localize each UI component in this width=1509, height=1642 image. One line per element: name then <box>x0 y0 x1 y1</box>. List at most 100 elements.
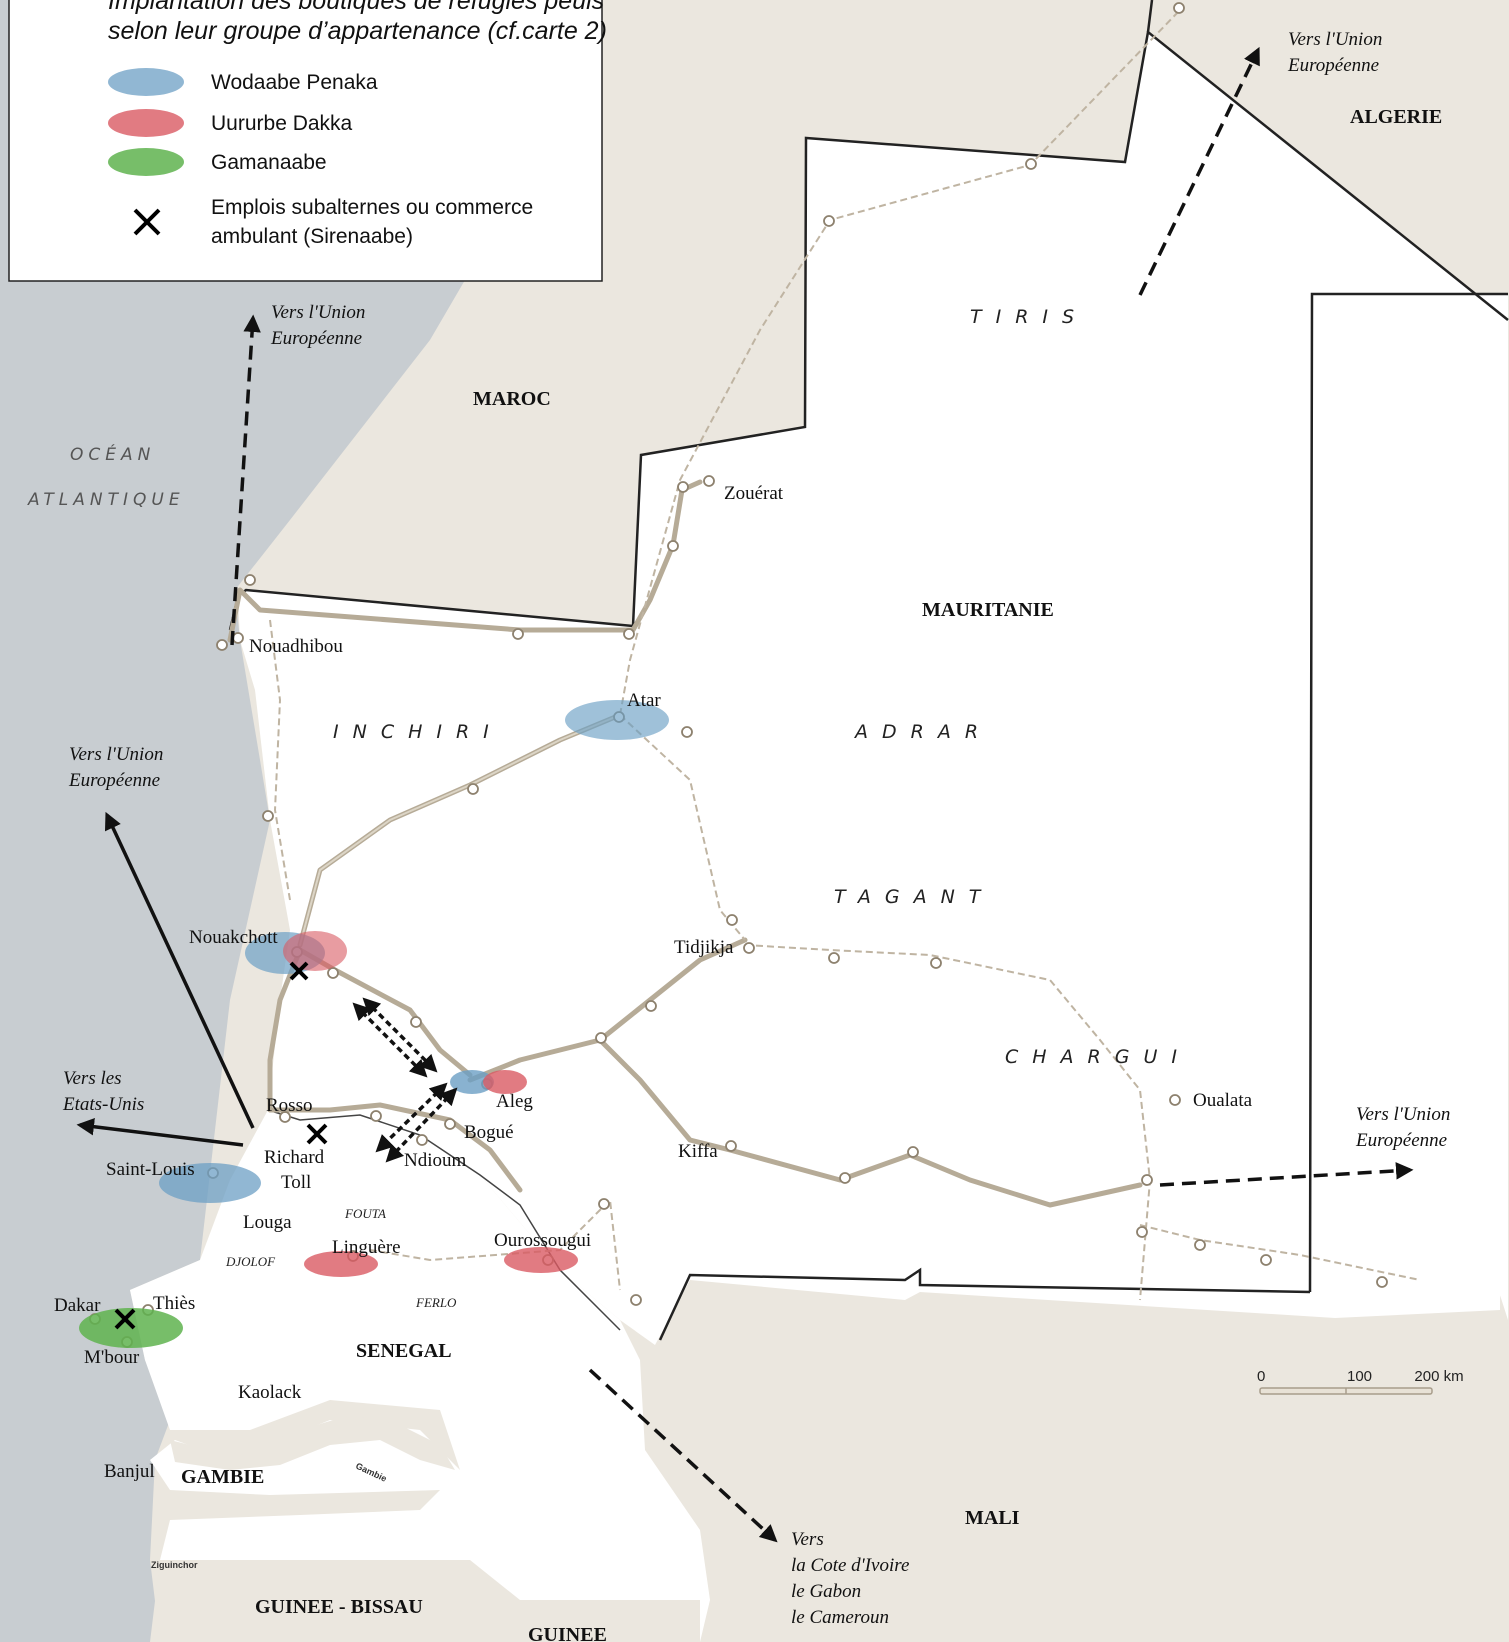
legend-title-line1: Implantation des boutiques de réfugiés p… <box>108 0 604 15</box>
label-kaolack: Kaolack <box>238 1382 302 1403</box>
label-ndioum: Ndioum <box>404 1150 467 1171</box>
road-aleg-tidjikja <box>467 937 748 1083</box>
mauritania-area <box>238 32 1508 1345</box>
legend-swatch-wodaabe <box>108 68 184 96</box>
scale-end: 200 km <box>1414 1368 1463 1385</box>
track-coastal-west <box>269 619 291 901</box>
label-senegal: SENEGAL <box>356 1340 452 1362</box>
label-tiris: TIRIS <box>970 306 1088 328</box>
dest-n-line1: Vers l'Union <box>271 302 365 323</box>
arrow-aleg-ndioum-2 <box>385 1087 458 1163</box>
label-adrar: ADRAR <box>853 721 992 743</box>
shop-ourossougui-uururbe <box>504 1247 578 1273</box>
legend-cross-icon <box>133 208 161 236</box>
arrow-oualata-eu <box>1159 1162 1414 1187</box>
dest-e-line1: Vers l'Union <box>1356 1104 1450 1125</box>
senegal-area <box>130 1110 710 1642</box>
label-nouakchott: Nouakchott <box>189 927 278 948</box>
label-ocean-line2: ATLANTIQUE <box>27 490 185 510</box>
label-louga: Louga <box>243 1212 292 1233</box>
label-nouadhibou: Nouadhibou <box>249 636 343 657</box>
road-coast <box>267 947 303 1113</box>
legend-swatch-gamanaabe <box>108 148 184 176</box>
label-djolof: DJOLOF <box>225 1254 276 1269</box>
label-fouta: FOUTA <box>344 1206 386 1221</box>
legend-title-line2: selon leur groupe d’appartenance (cf.car… <box>108 17 607 45</box>
arrow-saint-louis-eu <box>104 811 255 1129</box>
label-thies: Thiès <box>153 1293 195 1314</box>
dest-us-line2: Etats-Unis <box>62 1094 144 1115</box>
scale-mid: 100 <box>1347 1368 1372 1385</box>
track-east <box>744 944 1152 1301</box>
dest-w-line1: Vers l'Union <box>69 744 163 765</box>
label-banjul: Banjul <box>104 1461 155 1482</box>
shop-atar-wodaabe <box>565 700 669 740</box>
label-tagant: TAGANT <box>834 886 994 908</box>
label-atar: Atar <box>627 690 661 711</box>
label-maroc: MAROC <box>473 388 551 410</box>
scale-bar: 0 100 200 km <box>1257 1368 1464 1395</box>
label-mali: MALI <box>965 1507 1020 1529</box>
label-algerie: ALGERIE <box>1350 106 1442 128</box>
dest-n-line2: Européenne <box>270 328 362 349</box>
arrow-tiris-eu <box>1138 46 1260 296</box>
label-saint-louis: Saint-Louis <box>106 1159 195 1180</box>
legend-cross-line1: Emplois subalternes ou commerce <box>211 196 533 219</box>
dest-e-line2: Européenne <box>1355 1130 1447 1151</box>
arrow-saint-louis-us <box>76 1118 244 1147</box>
label-ferlo: FERLO <box>415 1295 457 1310</box>
label-ziguinchor: Ziguinchor <box>151 1560 198 1570</box>
shop-linguere-uururbe <box>304 1251 378 1277</box>
algeria-border <box>1146 0 1154 33</box>
shop-aleg-wodaabe <box>450 1070 494 1094</box>
label-mbour: M'bour <box>84 1347 140 1368</box>
south-neighbours <box>150 1560 700 1642</box>
label-chargui: CHARGUI <box>1005 1046 1191 1068</box>
senegal-river <box>267 1109 621 1331</box>
track-southeast <box>1139 1224 1421 1281</box>
shop-nouakchott-uururbe <box>283 931 347 971</box>
label-ourossougui: Ourossougui <box>494 1230 591 1251</box>
road-highlight <box>299 714 621 946</box>
dest-s-line3: le Gabon <box>791 1581 861 1602</box>
label-richard: Richard <box>264 1147 325 1168</box>
legend-label-gamanaabe: Gamanaabe <box>211 151 327 174</box>
dest-ne-line1: Vers l'Union <box>1288 29 1382 50</box>
mauritania-border-north <box>237 29 1509 628</box>
cross-nouakchott <box>289 961 309 981</box>
label-guinee-bissau: GUINEE - BISSAU <box>255 1596 423 1618</box>
label-gambie: GAMBIE <box>181 1466 264 1488</box>
cross-dakar <box>114 1308 136 1330</box>
legend: Implantation des boutiques de réfugiés p… <box>8 0 607 282</box>
legend-label-uururbe: Uururbe Dakka <box>211 112 353 135</box>
label-bogue: Bogué <box>464 1122 514 1143</box>
mauritania-mali-border <box>658 1267 1311 1341</box>
label-tidjikja: Tidjikja <box>674 937 734 958</box>
gambia-area <box>170 1415 455 1470</box>
legend-label-wodaabe: Wodaabe Penaka <box>211 71 378 94</box>
label-linguere: Linguère <box>332 1237 401 1258</box>
dest-ne-line2: Européenne <box>1287 55 1379 76</box>
dest-s-line4: le Cameroun <box>791 1607 889 1628</box>
cross-richard-toll <box>306 1123 328 1145</box>
arrow-north-eu <box>230 314 261 646</box>
shop-aleg-uururbe <box>483 1070 527 1094</box>
dest-w-line2: Européenne <box>68 770 160 791</box>
label-oualata: Oualata <box>1193 1090 1253 1111</box>
mauritania-border-east <box>1308 292 1508 1293</box>
dest-s-line1: Vers <box>791 1529 824 1550</box>
scale-zero: 0 <box>1257 1368 1265 1385</box>
dest-s-line2: la Cote d'Ivoire <box>791 1555 909 1576</box>
label-aleg: Aleg <box>496 1091 533 1112</box>
shop-saint-louis-wodaabe <box>159 1163 261 1203</box>
label-guinee: GUINEE <box>528 1624 607 1642</box>
label-ocean-line1: OCÉAN <box>70 443 155 465</box>
arrow-nouakchott-aleg-2 <box>362 997 438 1073</box>
dest-us-line1: Vers les <box>63 1068 122 1089</box>
label-mauritanie: MAURITANIE <box>922 599 1054 621</box>
label-rosso: Rosso <box>266 1095 312 1116</box>
label-dakar: Dakar <box>54 1295 101 1316</box>
arrow-south <box>588 1368 778 1543</box>
legend-cross-line2: ambulant (Sirenaabe) <box>211 225 413 248</box>
